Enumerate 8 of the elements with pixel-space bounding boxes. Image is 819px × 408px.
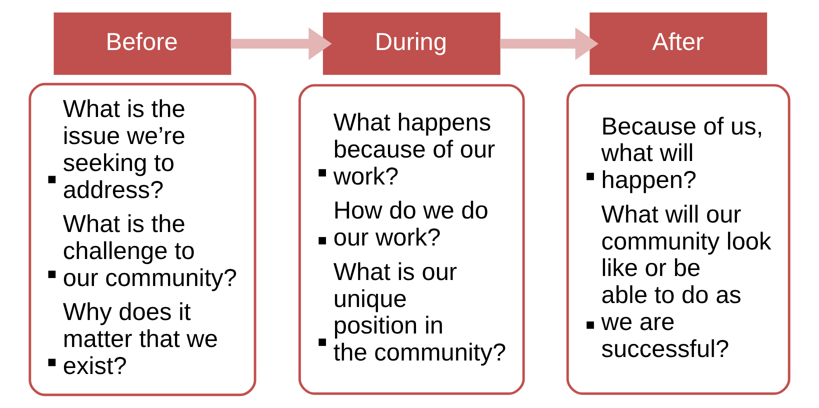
- node-box: Because of us, what will happen? What will our community look like or be able to do as we are successful?: [566, 84, 790, 395]
- arrow: [500, 27, 599, 60]
- node-box: Before: [54, 12, 232, 75]
- node-box: What is the issue we’re seeking to address? What is the challenge to our community? Why does it matter that we exist?: [28, 82, 256, 396]
- node-box: After: [590, 12, 768, 75]
- arrow: [230, 27, 332, 60]
- node-box: What happens because of our work? How do we do our work? What is our unique position in the community?: [298, 84, 525, 395]
- node-box: During: [322, 12, 500, 75]
